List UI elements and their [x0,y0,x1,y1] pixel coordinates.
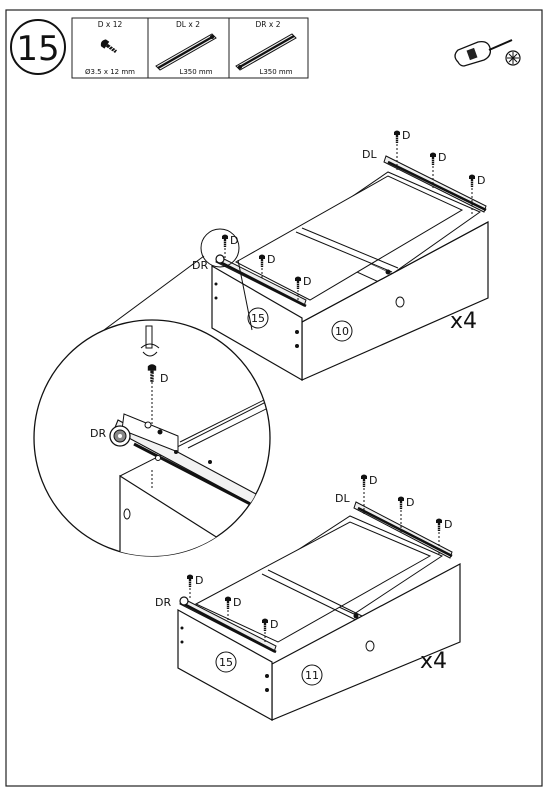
screw-label: D [160,372,168,385]
screw-label: D [402,129,410,142]
screw-label: D [477,174,485,187]
screw-label: D [406,496,414,509]
part-dr-spec: L350 mm [259,68,292,76]
rail-right-label: DR [155,596,171,609]
screw-icon [98,37,119,56]
part-dl-spec: L350 mm [179,68,212,76]
screw-label: D [369,474,377,487]
part-dr-qty: DR x 2 [256,20,281,29]
panel-front-label: 11 [305,669,319,682]
screw-label: D [444,518,452,531]
step-number-badge: 15 [10,19,66,75]
phillips-screwdriver-icon [454,39,521,67]
slide-rail-left-icon [155,33,217,71]
screw-label: D [303,275,311,288]
screw-label: D [230,234,238,247]
parts-table: D x 12 Ø3.5 x 12 mm DL x 2 L350 mm DR x … [71,17,309,79]
part-d-qty: D x 12 [98,20,123,29]
drawer-assembly-top: D D D D D D DL DR 15 10 x4 [192,129,489,382]
quantity-multiplier: x4 [420,649,447,674]
slide-rail-right-icon [235,33,297,71]
screw-label: D [195,574,203,587]
drawer-assembly-bottom: D D D D D D DL DR 15 11 x4 [155,474,461,722]
screw-label: D [233,596,241,609]
zoom-connector [237,259,253,331]
rail-left-label: DL [335,492,350,505]
panel-side-label: 15 [219,656,233,669]
rail-right-label: DR [192,259,208,272]
panel-front-label: 10 [335,325,349,338]
panel-side-label: 15 [251,312,265,325]
step-number: 15 [16,29,59,69]
rail-left-label: DL [362,148,377,161]
page-frame [5,9,543,787]
detail-magnified-view: D DR [33,319,271,557]
part-dl-qty: DL x 2 [176,20,200,29]
rail-right-label: DR [90,427,106,440]
part-d-spec: Ø3.5 x 12 mm [85,68,135,76]
screw-label: D [270,618,278,631]
screw-label: D [267,253,275,266]
zoom-connector [103,255,205,331]
screw-label: D [438,151,446,164]
quantity-multiplier: x4 [450,309,477,334]
